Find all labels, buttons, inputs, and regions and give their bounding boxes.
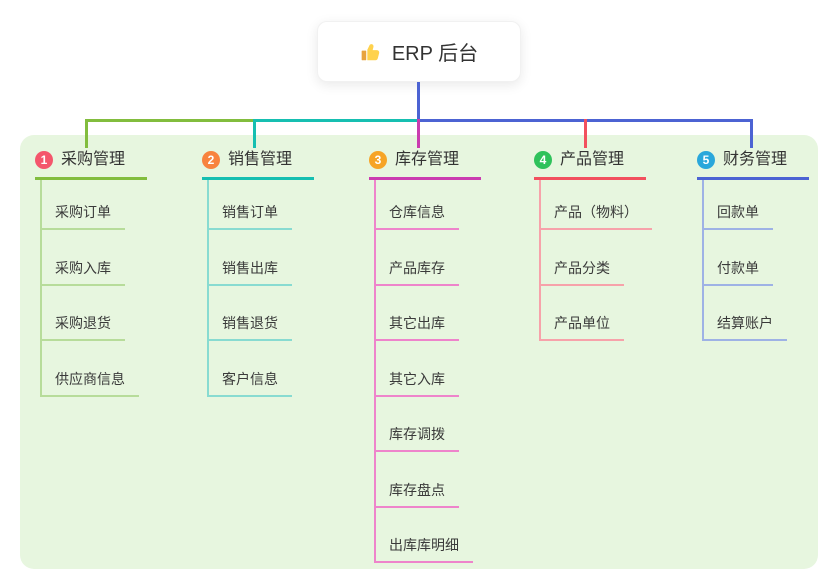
branch-finance: 5 财务管理 回款单 付款单 结算账户	[697, 150, 810, 341]
branch-inventory: 3 库存管理 仓库信息 产品库存 其它出库 其它入库 库存调拨 库存盘点 出库库…	[369, 150, 482, 563]
branch-label: 产品管理	[560, 151, 625, 168]
child-item[interactable]: 供应商信息	[40, 369, 139, 397]
connector-line	[253, 119, 256, 148]
branch-header[interactable]: 1 采购管理	[35, 150, 148, 180]
child-item[interactable]: 付款单	[702, 258, 773, 286]
child-item[interactable]: 其它入库	[374, 369, 459, 397]
child-item[interactable]: 库存盘点	[374, 480, 459, 508]
branch-product: 4 产品管理 产品（物料） 产品分类 产品单位	[534, 150, 652, 341]
child-item[interactable]: 结算账户	[702, 313, 787, 341]
branch-header[interactable]: 5 财务管理	[697, 150, 810, 180]
branch-header[interactable]: 4 产品管理	[534, 150, 647, 180]
branch-spine-line	[40, 180, 42, 396]
child-item[interactable]: 销售退货	[207, 313, 292, 341]
branch-label: 销售管理	[228, 151, 293, 168]
branch-sales: 2 销售管理 销售订单 销售出库 销售退货 客户信息	[202, 150, 315, 397]
connector-line	[417, 119, 420, 148]
branch-number-badge: 3	[369, 151, 387, 169]
child-item[interactable]: 产品库存	[374, 258, 459, 286]
child-item[interactable]: 采购退货	[40, 313, 125, 341]
child-item[interactable]: 采购入库	[40, 258, 125, 286]
child-item[interactable]: 其它出库	[374, 313, 459, 341]
thumbs-up-icon	[360, 41, 382, 63]
branch-number-badge: 1	[35, 151, 53, 169]
branches-panel	[20, 135, 818, 569]
root-connector-line	[417, 82, 420, 119]
connector-line	[253, 119, 419, 122]
child-item[interactable]: 产品单位	[539, 313, 624, 341]
child-item[interactable]: 仓库信息	[374, 202, 459, 230]
branch-header[interactable]: 3 库存管理	[369, 150, 482, 180]
branch-number-badge: 2	[202, 151, 220, 169]
branch-spine-line	[207, 180, 209, 396]
branch-label: 库存管理	[395, 151, 460, 168]
child-item[interactable]: 采购订单	[40, 202, 125, 230]
root-node[interactable]: ERP 后台	[317, 21, 521, 82]
child-item[interactable]: 产品分类	[539, 258, 624, 286]
branch-label: 采购管理	[61, 151, 126, 168]
child-item[interactable]: 销售出库	[207, 258, 292, 286]
child-item[interactable]: 销售订单	[207, 202, 292, 230]
child-item[interactable]: 库存调拨	[374, 424, 459, 452]
branch-number-badge: 4	[534, 151, 552, 169]
branch-label: 财务管理	[723, 151, 788, 168]
connector-line	[750, 119, 753, 148]
connector-line	[85, 119, 88, 148]
child-item[interactable]: 回款单	[702, 202, 773, 230]
child-item[interactable]: 产品（物料）	[539, 202, 652, 230]
child-item[interactable]: 出库库明细	[374, 535, 473, 563]
branch-header[interactable]: 2 销售管理	[202, 150, 315, 180]
branch-spine-line	[374, 180, 376, 563]
branch-purchase: 1 采购管理 采购订单 采购入库 采购退货 供应商信息	[35, 150, 148, 397]
branch-number-badge: 5	[697, 151, 715, 169]
connector-line	[85, 119, 255, 122]
connector-line	[584, 119, 587, 148]
branch-spine-line	[702, 180, 704, 341]
child-item[interactable]: 客户信息	[207, 369, 292, 397]
branch-spine-line	[539, 180, 541, 341]
root-title: ERP 后台	[391, 43, 479, 65]
